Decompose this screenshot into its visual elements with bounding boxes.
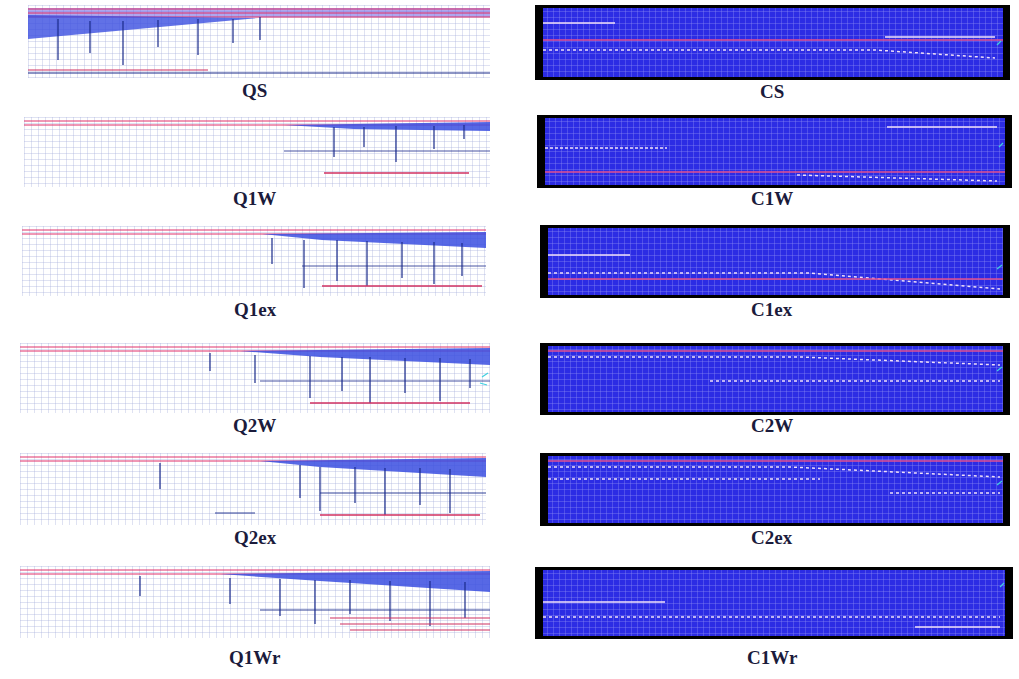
mesh-panel <box>20 566 490 638</box>
panel-label: QS <box>240 81 269 102</box>
panel-label: C1ex <box>749 300 794 321</box>
panel-label: Q2ex <box>232 528 278 549</box>
mesh-panel <box>22 226 486 296</box>
mesh-panel <box>20 453 486 525</box>
mesh-panel <box>540 343 1010 415</box>
panel-label: C1W <box>749 189 795 210</box>
panel-label: C2ex <box>749 528 794 549</box>
panel-label: CS <box>758 82 786 103</box>
panel-label: Q1ex <box>232 300 278 321</box>
mesh-panel <box>537 115 1012 188</box>
panel-label: C2W <box>749 416 795 437</box>
mesh-panel <box>540 453 1010 526</box>
panel-label: Q1Wr <box>227 648 282 669</box>
mesh-panel <box>540 225 1010 298</box>
mesh-panel <box>24 117 490 187</box>
mesh-panel <box>20 343 490 413</box>
mesh-panel <box>28 5 490 78</box>
panel-label: Q1W <box>231 189 278 210</box>
mesh-panel <box>535 567 1013 639</box>
panel-label: Q2W <box>231 416 278 437</box>
mesh-panel <box>535 5 1010 80</box>
panel-label: C1Wr <box>745 648 799 669</box>
